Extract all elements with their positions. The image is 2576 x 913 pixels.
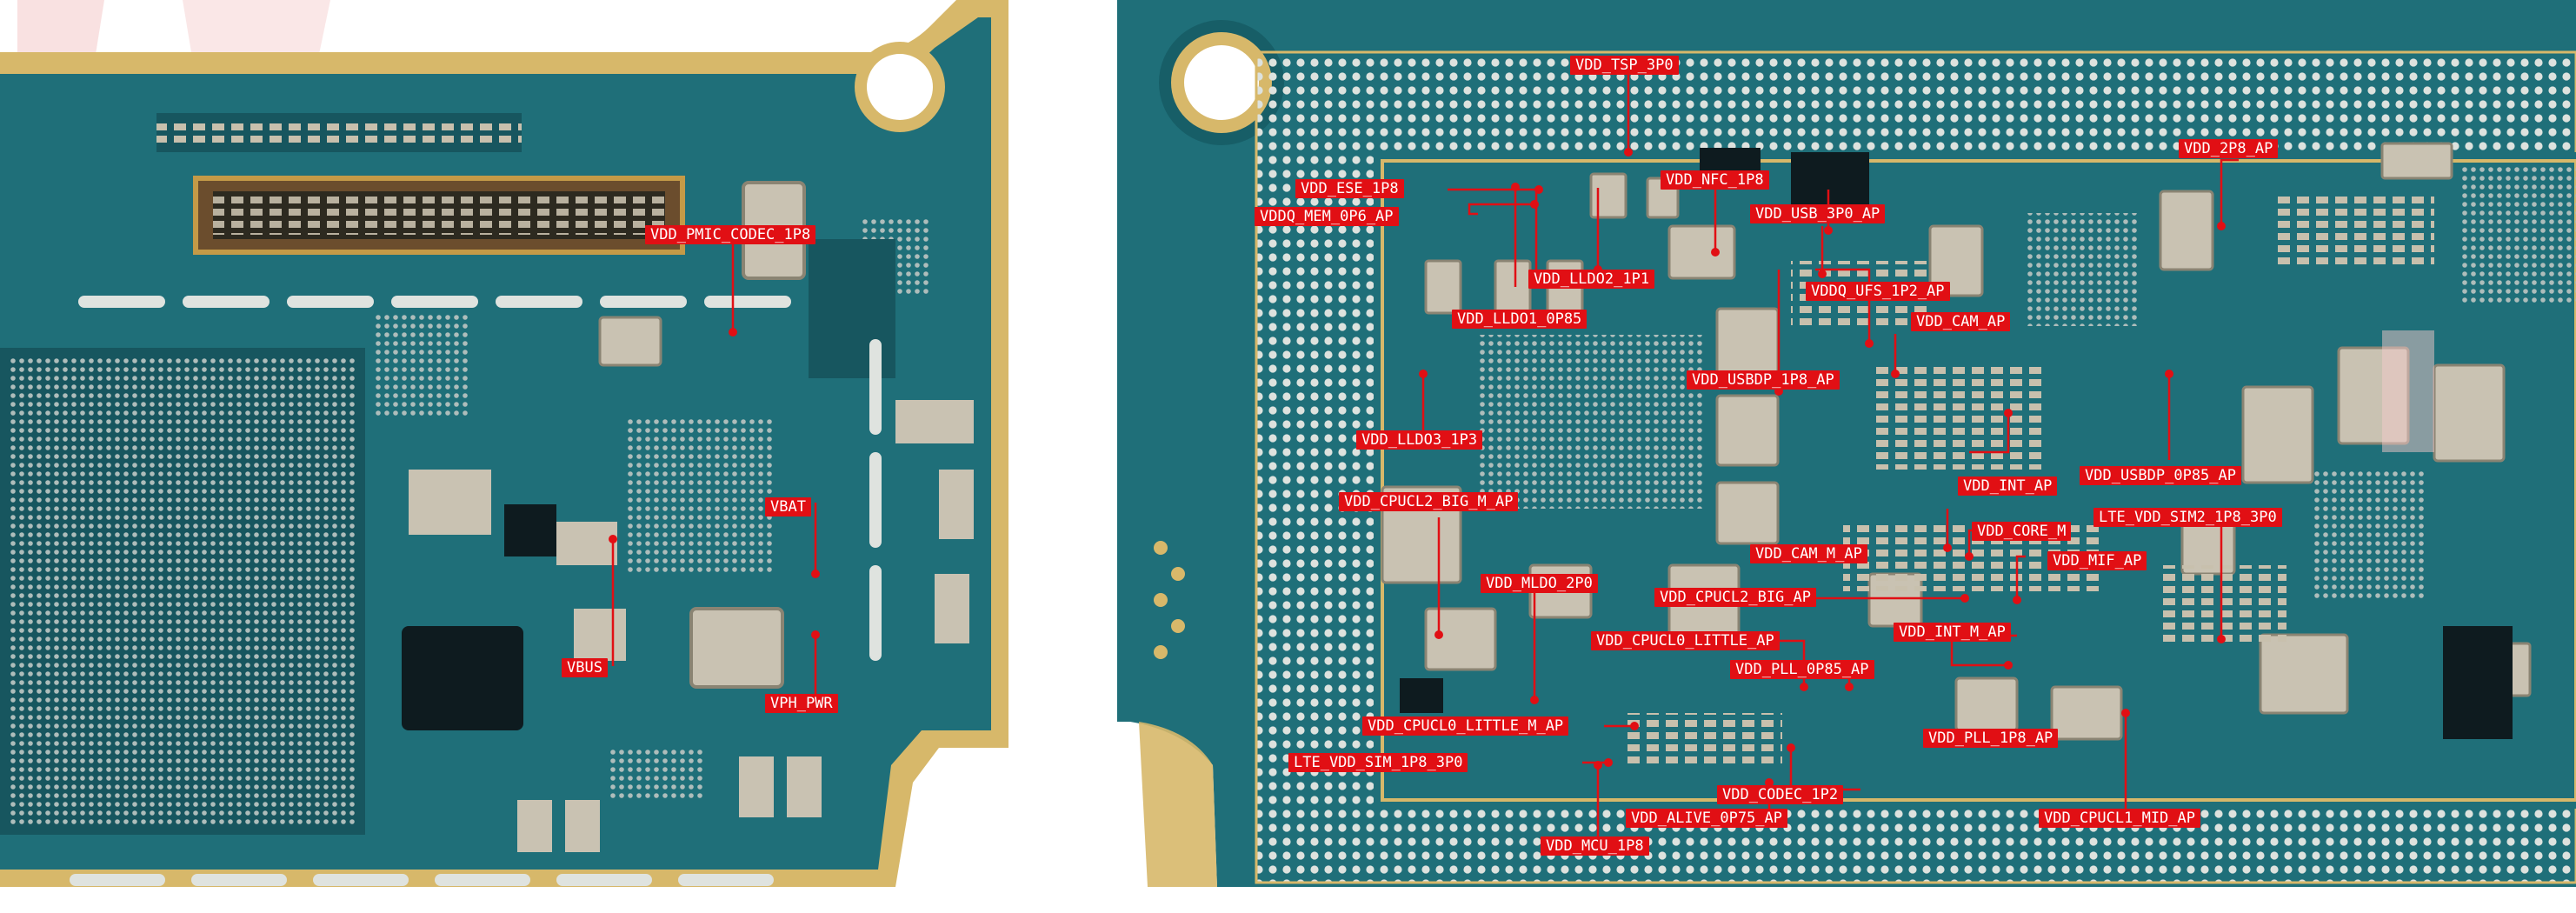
label-vdd-mcu-1p8: VDD_MCU_1P8 [1541,836,1649,856]
label-vbat: VBAT [765,497,811,516]
label-vdd-2p8-ap: VDD_2P8_AP [2179,139,2279,158]
label-vdd-core-m: VDD_CORE_M [1972,522,2072,541]
label-vdd-cam-m-ap: VDD_CAM_M_AP [1750,544,1867,563]
label-vdd-cam-ap: VDD_CAM_AP [1911,312,2011,331]
label-vdd-nfc-1p8: VDD_NFC_1P8 [1661,170,1769,190]
label-vdd-cpucl1-mid-ap: VDD_CPUCL1_MID_AP [2039,809,2200,828]
label-vdd-usb-3p0-ap: VDD_USB_3P0_AP [1750,204,1886,223]
label-vdd-mldo-2p0: VDD_MLDO_2P0 [1481,574,1598,593]
label-vdd-mif-ap: VDD_MIF_AP [2047,551,2147,570]
label-vdd-usbdp-1p8-ap: VDD_USBDP_1P8_AP [1687,370,1840,390]
label-vdd-cpucl0-little-ap: VDD_CPUCL0_LITTLE_AP [1591,631,1780,650]
label-lte-vdd-sim-1p8-3p0: LTE_VDD_SIM_1P8_3P0 [1288,753,1468,772]
label-vdd-cpucl2-big-ap: VDD_CPUCL2_BIG_AP [1654,588,1816,607]
label-vdd-lldo1-0p85: VDD_LLDO1_0P85 [1452,310,1588,329]
label-vdd-codec-1p2: VDD_CODEC_1P2 [1717,785,1844,804]
label-vdd-pll-1p8-ap: VDD_PLL_1P8_AP [1923,729,2059,748]
label-vbus: VBUS [562,658,608,677]
label-vdd-int-m-ap: VDD_INT_M_AP [1894,623,2011,642]
label-vddq-ufs-1p2-ap: VDDQ_UFS_1P2_AP [1806,282,1950,301]
label-vdd-lldo3-1p3: VDD_LLDO3_1P3 [1356,430,1483,450]
label-vdd-cpucl0-little-m-ap: VDD_CPUCL0_LITTLE_M_AP [1362,716,1569,736]
label-vph-pwr: VPH_PWR [765,694,838,713]
label-vdd-tsp-3p0: VDD_TSP_3P0 [1570,56,1679,75]
label-vddq-mem-0p6-ap: VDDQ_MEM_0P6_AP [1255,207,1399,226]
label-vdd-ese-1p8: VDD_ESE_1P8 [1295,179,1404,198]
label-vdd-usbdp-0p85-ap: VDD_USBDP_0P85_AP [2080,466,2241,485]
left-board [0,0,1008,887]
label-lte-vdd-sim2-1p8-3p0: LTE_VDD_SIM2_1P8_3P0 [2093,508,2282,527]
label-vdd-pll-0p85-ap: VDD_PLL_0P85_AP [1730,660,1874,679]
label-vdd-int-ap: VDD_INT_AP [1958,476,2058,496]
label-vdd-lldo2-1p1: VDD_LLDO2_1P1 [1528,270,1655,289]
label-vdd-pmic-codec-1p8: VDD_PMIC_CODEC_1P8 [645,225,816,244]
label-vdd-alive-0p75-ap: VDD_ALIVE_0P75_AP [1626,809,1787,828]
label-vdd-cpucl2-big-m-ap: VDD_CPUCL2_BIG_M_AP [1339,492,1519,511]
